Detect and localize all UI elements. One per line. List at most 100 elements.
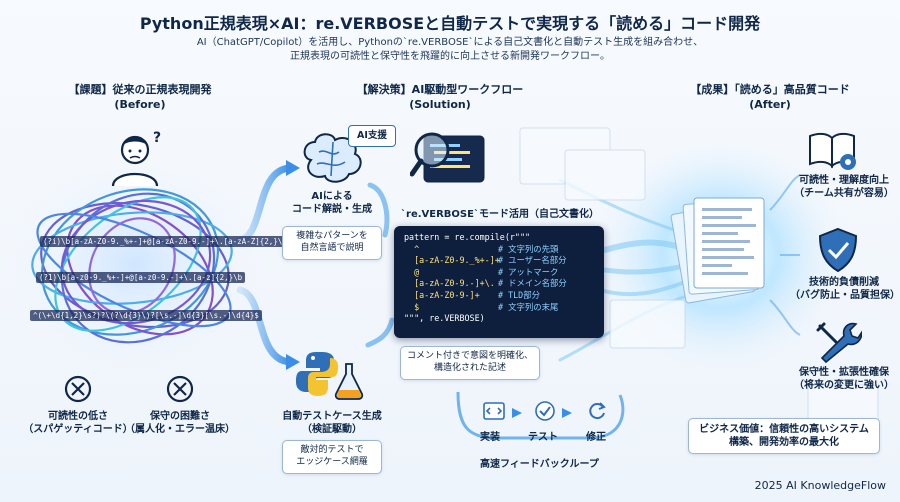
test-box-line2: エッジケース網羅	[296, 457, 368, 467]
code-box-line2: 構造化された記述	[433, 363, 506, 373]
code-line: ^ # 文字列の先頭	[394, 244, 604, 256]
after-heading-text: 【成果】「読める」高品質コード	[690, 83, 850, 96]
arrow-to-test	[236, 286, 294, 366]
page-subtitle: AI（ChatGPT/Copilot）を活用し、Pythonの`re.VERBO…	[0, 36, 900, 64]
subtitle-line-1: AI（ChatGPT/Copilot）を活用し、Pythonの`re.VERBO…	[196, 37, 704, 48]
result-debt-line1: 技術的負債削減	[809, 277, 879, 288]
code-line: [a-zA-Z0-9-]+ # TLD部分	[394, 290, 604, 302]
code-text: [a-zA-Z0-9-]+	[404, 289, 480, 300]
result-maintainability-line2: （将来の変更に強い）	[794, 380, 894, 391]
test-explain-box: 敵対的テストで エッジケース網羅	[282, 440, 382, 474]
verbose-label: `re.VERBOSE`モード活用（自己文書化）	[401, 209, 599, 220]
ai-support-bubble: AI支援	[348, 125, 396, 147]
code-comment: # ドメイン名部分	[498, 278, 567, 289]
faint-docs	[519, 127, 879, 426]
loop-step-test: テスト	[528, 432, 558, 443]
regex-snippet-2: (?1)\b[a-z0-9._%+-]+@[a-z0-9.-]+\.[a-z]{…	[36, 272, 246, 283]
ai-box-line2: 自然言語で説明	[300, 243, 364, 253]
code-line-last: """, re.VERBOSE)	[394, 313, 604, 325]
arrow-ai-to-code	[367, 182, 390, 238]
value-box-line1: ビジネス価値：信頼性の高いシステム	[699, 424, 869, 435]
code-comment: # TLD部分	[498, 289, 540, 300]
feedback-loop-path	[456, 391, 625, 440]
solution-heading-text: 【解決策】AI駆動型ワークフロー	[356, 83, 524, 96]
test-step-label: 自動テストケース生成 （検証駆動）	[272, 410, 392, 436]
result-maintainability: 保守性・拡張性確保 （将来の変更に強い）	[790, 366, 898, 392]
arrow-to-test-head	[286, 354, 300, 370]
code-text: [a-zA-Z0-9.-]+\.	[404, 278, 495, 289]
issue-maintenance-line2: （属人化・エラー温床）	[125, 424, 235, 435]
code-comment: # アットマーク	[498, 266, 559, 277]
issue-readability: 可読性の低さ （スパゲッティコード）	[22, 410, 134, 436]
result-debt-line2: （バグ防止・品質担保）	[790, 290, 900, 301]
arrow-to-ai-head	[286, 160, 300, 176]
svg-text:?: ?	[153, 130, 161, 146]
code-line: [a-zA-Z0-9._%+-]+# ユーザー名部分	[394, 255, 604, 267]
issue-maintenance-line1: 保守の困難さ	[150, 411, 210, 422]
ai-step-label: AIによる コード解説・生成	[282, 190, 382, 216]
ai-step-line2: コード解説・生成	[292, 204, 372, 215]
footer-credit: 2025 AI KnowledgeFlow	[754, 479, 886, 492]
code-line: $ # 文字列の末尾	[394, 302, 604, 314]
before-heading: 【課題】従来の正規表現開発 (Before)	[30, 82, 250, 112]
verbose-code-block: pattern = re.compile(r""" ^ # 文字列の先頭 [a-z…	[394, 226, 604, 338]
shield-check-icon	[818, 227, 858, 273]
code-last-text: """, re.VERBOSE)	[404, 313, 485, 324]
loop-step-implement: 実装	[480, 432, 500, 443]
before-heading-text: 【課題】従来の正規表現開発	[68, 83, 212, 96]
result-debt: 技術的負債削減 （バグ防止・品質担保）	[790, 276, 900, 302]
regex-snippet-3: ^(\+\d{1,2}\s?)?\(?\d{3}\)?[\s.-]\d{3}[\…	[30, 310, 262, 321]
code-text: @	[404, 266, 420, 277]
arrow-test-to-code	[365, 317, 395, 348]
ai-explain-box: 複雑なパターンを 自然言語で説明	[282, 226, 382, 260]
confused-person-icon: ?	[111, 130, 161, 187]
before-heading-en: (Before)	[114, 98, 166, 111]
issue-maintenance: 保守の困難さ （属人化・エラー温床）	[124, 410, 236, 436]
document-stack-icon	[670, 197, 765, 304]
code-first-text: pattern = re.compile(r"""	[404, 232, 531, 242]
test-step-line2: （検証駆動）	[302, 424, 362, 435]
result-readability-line1: 可読性・理解度向上	[799, 175, 889, 186]
after-heading: 【成果】「読める」高品質コード (After)	[660, 82, 880, 112]
issue-readability-line2: （スパゲッティコード）	[23, 424, 133, 435]
readability-issue-icon	[64, 375, 92, 403]
fix-refresh-icon	[589, 402, 606, 420]
code-line: @ # アットマーク	[394, 267, 604, 279]
subtitle-line-2: 正規表現の可読性と保守性を飛躍的に向上させる新開発ワークフロー。	[290, 51, 610, 62]
ai-box-line1: 複雑なパターンを	[296, 231, 368, 241]
code-comment: # 文字列の末尾	[498, 301, 559, 312]
magnifier-code-icon	[410, 132, 485, 183]
result-maintainability-line1: 保守性・拡張性確保	[799, 367, 889, 378]
solution-heading: 【解決策】AI駆動型ワークフロー (Solution)	[320, 82, 560, 112]
implement-code-icon	[483, 402, 505, 420]
loop-step-fix: 修正	[586, 432, 606, 443]
ai-brain-icon	[303, 133, 362, 183]
loop-arrow-1	[512, 408, 522, 418]
after-heading-en: (After)	[749, 98, 791, 111]
feedback-loop-label: 高速フィードバックループ	[480, 459, 599, 470]
issue-readability-line1: 可読性の低さ	[48, 411, 108, 422]
code-box-line1: コメント付きで意図を明確化、	[406, 351, 533, 361]
ai-step-line1: AIによる	[311, 191, 353, 202]
result-readability-line2: （チーム共有が容易）	[794, 188, 894, 199]
python-test-icon	[296, 352, 364, 400]
code-comment: # 文字列の先頭	[498, 243, 559, 254]
loop-arrow-2	[562, 408, 572, 418]
wrench-tools-icon	[816, 322, 862, 364]
code-line-first: pattern = re.compile(r"""	[394, 232, 604, 244]
code-explain-box: コメント付きで意図を明確化、 構造化された記述	[400, 346, 540, 380]
business-value-box: ビジネス価値：信頼性の高いシステム 構築、開発効率の最大化	[688, 418, 880, 454]
code-text: [a-zA-Z0-9._%+-]+	[404, 255, 500, 266]
maintenance-issue-icon	[166, 375, 194, 403]
code-text: $	[404, 301, 420, 312]
test-box-line1: 敵対的テストで	[300, 445, 364, 455]
test-check-icon	[535, 401, 555, 421]
result-connectors	[769, 174, 801, 336]
value-box-line2: 構築、開発効率の最大化	[729, 437, 839, 448]
code-line: [a-zA-Z0-9.-]+\.# ドメイン名部分	[394, 278, 604, 290]
code-text: ^	[404, 243, 420, 254]
code-comment: # ユーザー名部分	[498, 255, 567, 266]
book-eye-icon	[809, 132, 856, 170]
page-title: Python正規表現×AI：re.VERBOSEと自動テストで実現する「読める」…	[139, 14, 761, 33]
